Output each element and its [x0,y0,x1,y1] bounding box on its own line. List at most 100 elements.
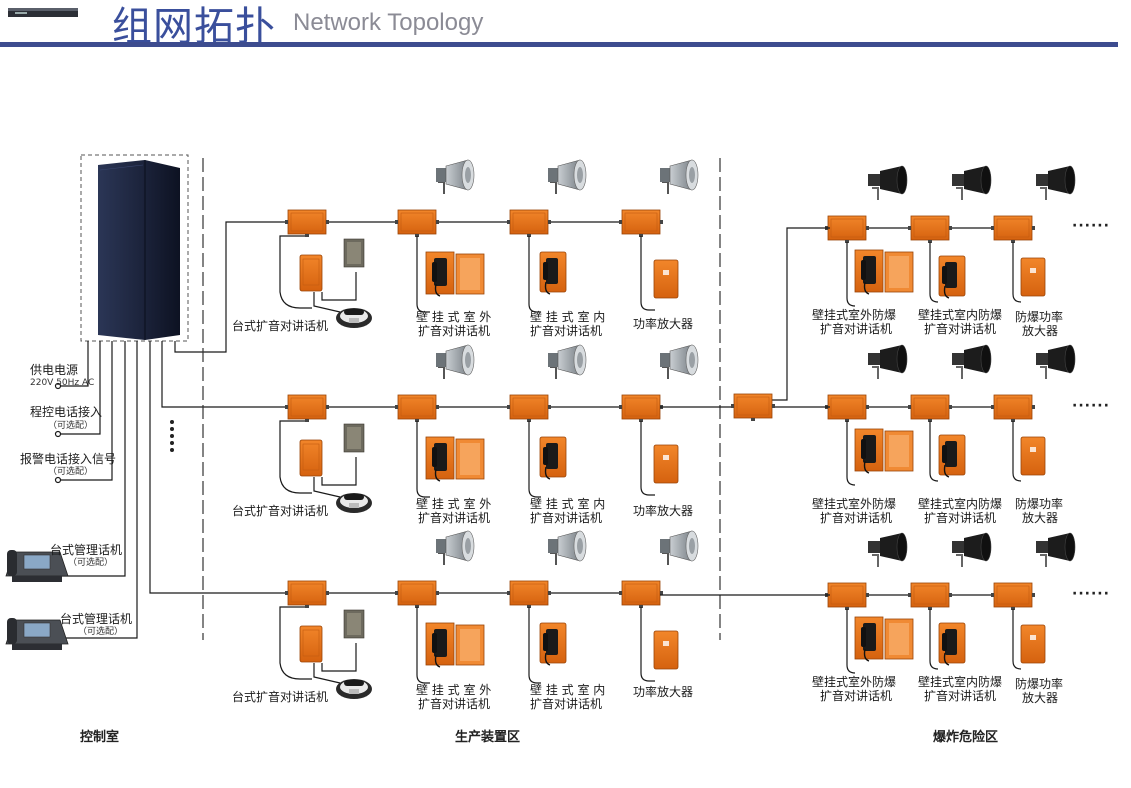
ex-wall-outdoor-phone-3 [854,616,914,662]
ex-outdoor-label-2b: 扩音对讲话机 [820,511,893,525]
ex-wall-indoor-phone-2 [938,434,966,478]
desk-junction-2 [284,394,330,423]
horn-outdoor-3 [435,530,475,566]
ex-amp-junction-3 [990,582,1036,611]
indoor-drop-2 [528,421,541,498]
power-sub: 220V 50Hz AC [30,378,95,388]
ip-phone-2 [5,617,69,651]
ex-outdoor-label-3b: 扩音对讲话机 [820,689,893,703]
horn-amp-3 [659,530,699,566]
zone-production-label: 生产装置区 [455,730,521,745]
ex-amp-label-2b: 放大器 [1022,511,1059,525]
ex-amp-label-3b: 放大器 [1022,691,1059,705]
desk-drop-2 [279,420,312,494]
power-amplifier-2 [653,444,679,484]
desk-speaker-cord-2 [321,457,357,486]
pstn-label: 程控电话接入 [30,405,103,419]
alarm-label: 报警电话接入信号 [20,452,117,466]
ex-amp-junction-2 [990,394,1036,423]
ex-horn-indoor-2 [951,344,992,380]
outdoor-junction-3 [394,580,440,609]
wall-indoor-phone-2 [539,436,567,480]
desk-phone-2-label: 台式管理话机 [60,612,133,626]
desk-handset-1 [336,308,372,328]
ex-amp-label-1b: 放大器 [1022,324,1059,338]
amplifier-label-3: 功率放大器 [633,685,694,699]
desk-phone-1-label: 台式管理话机 [50,543,123,557]
outdoor-junction-2 [394,394,440,423]
power-label: 供电电源 [30,363,79,377]
control-cabinet [80,154,189,342]
ex-amp-label-3a: 防爆功率 [1015,677,1064,691]
amplifier-label-1: 功率放大器 [633,317,694,331]
ex-outdoor-junction-2 [824,394,870,423]
indoor-junction-1 [506,209,552,238]
desk-handset-cord-3 [313,663,341,684]
wall-indoor-phone-1 [539,251,567,295]
header: 组网拓扑 Network Topology [0,0,1131,50]
desk-phone-1-sub: （可选配） [68,558,114,568]
amp-junction-3 [618,580,664,609]
ex-indoor-junction-3 [907,582,953,611]
horn-indoor-1 [547,159,587,195]
desk-drop-3 [279,606,312,680]
ex-indoor-drop-3 [929,609,939,670]
horn-indoor-2 [547,344,587,380]
ex-amp-drop-3 [1012,609,1022,670]
ex-amp-drop-1 [1012,242,1022,303]
desk-intercom-1 [299,238,365,292]
ex-horn-indoor-3 [951,532,992,568]
desk-intercom-label-1: 台式扩音对讲话机 [232,319,329,333]
horn-outdoor-1 [435,159,475,195]
power-amplifier-3 [653,630,679,670]
header-divider [0,42,1118,47]
ex-wall-outdoor-phone-2 [854,428,914,474]
indoor-label-2b: 扩音对讲话机 [530,511,603,525]
more-lines-dots [170,420,176,455]
wall-outdoor-phone-3 [425,622,485,668]
explosion-zone-trunk [660,227,830,596]
ex-outdoor-junction-1 [824,215,870,244]
terminal-dots [54,382,62,484]
ex-indoor-label-2a: 壁挂式室内防爆 [918,497,1003,511]
ex-indoor-label-1b: 扩音对讲话机 [924,322,997,336]
ex-horn-amp-3 [1035,532,1076,568]
indoor-label-1b: 扩音对讲话机 [530,324,603,338]
outdoor-drop-3 [416,607,430,684]
horn-outdoor-2 [435,344,475,380]
indoor-label-2a: 壁 挂 式 室 内 [530,497,606,511]
desk-intercom-3 [299,609,365,663]
control-lines [60,221,290,639]
ex-outdoor-junction-3 [824,582,870,611]
horn-amp-2 [659,344,699,380]
indoor-label-3a: 壁 挂 式 室 内 [530,683,606,697]
amp-junction-1 [618,209,664,238]
outdoor-label-3a: 壁 挂 式 室 外 [416,683,492,697]
page-subtitle: Network Topology [293,9,484,36]
horn-amp-1 [659,159,699,195]
ex-wall-indoor-phone-1 [938,255,966,299]
amplifier-label-2: 功率放大器 [633,504,694,518]
power-amplifier-1 [653,259,679,299]
desk-junction-3 [284,580,330,609]
indoor-drop-1 [528,236,541,313]
desk-handset-2 [336,493,372,513]
amp-drop-3 [640,607,655,682]
amp-drop-2 [640,421,655,496]
rack-device-icon [8,8,78,17]
more-devices-2: ······ [1072,398,1110,414]
desk-phone-2-sub: （可选配） [78,627,124,637]
ex-indoor-junction-2 [907,394,953,423]
ex-outdoor-drop-1 [846,242,856,307]
outdoor-label-2b: 扩音对讲话机 [418,511,491,525]
trunk-junction-box [730,393,776,422]
ex-indoor-drop-2 [929,421,939,482]
ex-outdoor-drop-2 [846,421,856,486]
outdoor-label-1b: 扩音对讲话机 [418,324,491,338]
zone-explosion-label: 爆炸危险区 [933,730,999,745]
desk-intercom-label-2: 台式扩音对讲话机 [232,504,329,518]
ex-horn-amp-2 [1035,344,1076,380]
horn-indoor-3 [547,530,587,566]
ex-indoor-label-1a: 壁挂式室内防爆 [918,308,1003,322]
